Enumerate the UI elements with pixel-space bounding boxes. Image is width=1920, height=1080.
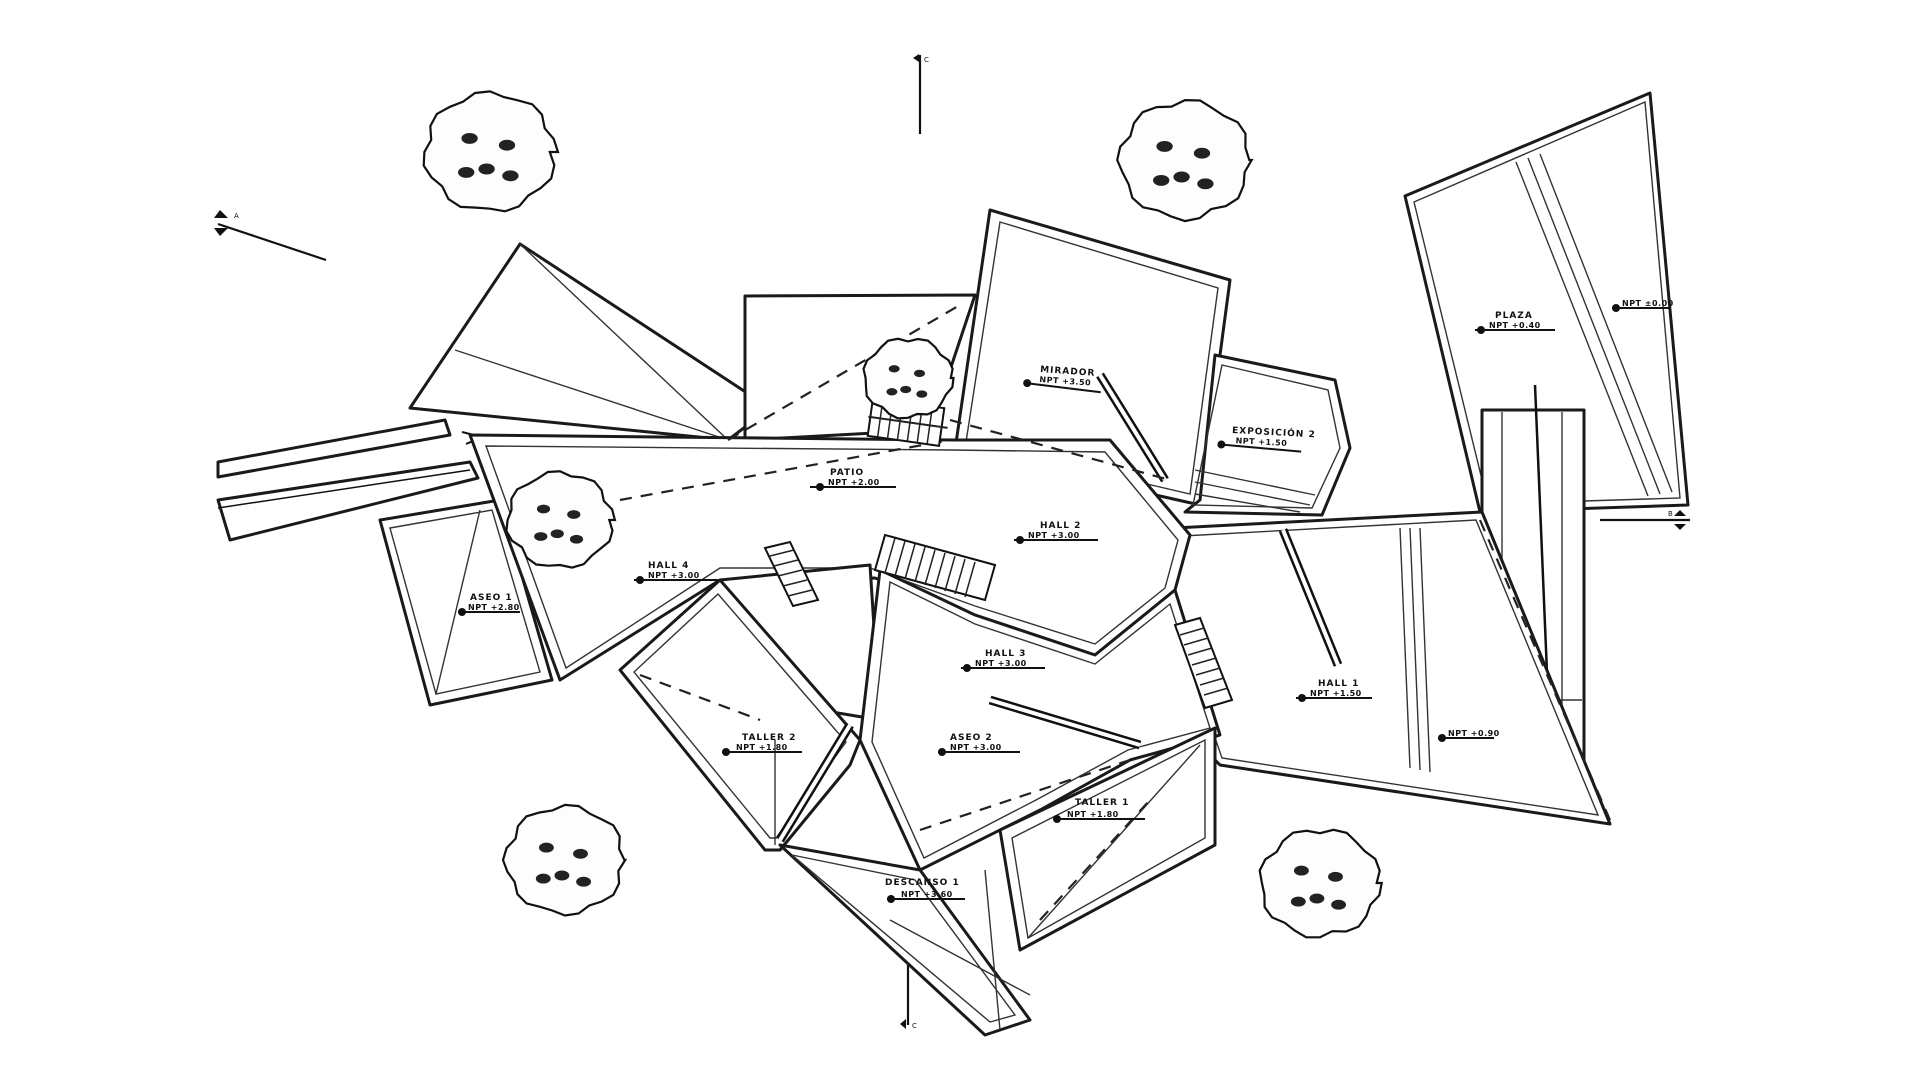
label-taller-2: TALLER 2 NPT +1.80 [722,733,802,756]
stair-hall-4 [763,540,820,608]
label-patio: PATIO NPT +2.00 [810,468,896,491]
label-plaza-east: NPT ±0.00 [1612,299,1674,312]
space-level: NPT +1.50 [1310,689,1362,698]
tree-icon [501,803,628,917]
space-level: NPT +3.00 [1028,531,1080,540]
space-name: HALL 4 [648,561,689,571]
label-plaza: PLAZA NPT +0.40 [1475,311,1555,334]
exposicion-2-block [1183,353,1352,517]
space-name: MIRADOR [1040,365,1096,379]
label-aseo-2: ASEO 2 NPT +3.00 [938,733,1020,756]
tree-icon [422,90,560,213]
tree-icon [1258,828,1384,939]
space-level: NPT +3.50 [1039,375,1091,388]
descanso-1-block [778,843,1032,1037]
label-descanso-1: DESCANSO 1 NPT +3.60 [885,878,965,903]
stair-hall-2 [873,533,997,602]
space-name: HALL 3 [985,649,1026,659]
label-mirador: MIRADOR NPT +3.50 [1023,365,1101,394]
space-name: PATIO [830,468,864,478]
label-aseo-1: ASEO 1 NPT +2.80 [458,593,520,616]
space-level: NPT +2.80 [468,603,520,612]
aseo-1-block [378,498,554,707]
label-ramp-landing: NPT +0.90 [1438,729,1500,742]
space-name: TALLER 2 [742,733,796,743]
space-name: ASEO 2 [950,733,993,743]
entrance-ramp [216,418,486,542]
section-marker-c-top: C [913,54,929,134]
tree-icon [862,337,955,420]
space-level: NPT ±0.00 [1622,299,1674,308]
space-name: TALLER 1 [1075,798,1129,808]
tree-icon [1116,98,1254,223]
space-level: NPT +3.60 [901,890,953,899]
stair-hall-3 [1173,616,1234,710]
section-c-bottom-label: C [912,1022,917,1030]
section-marker-a: A [214,210,327,262]
section-a-label: A [234,212,239,220]
space-level: NPT +1.80 [1067,810,1119,819]
space-level: NPT +3.00 [648,571,700,580]
section-b-label: B [1668,510,1673,518]
space-name: DESCANSO 1 [885,878,960,888]
space-level: NPT +2.00 [828,478,880,487]
label-hall-2: HALL 2 NPT +3.00 [1014,521,1098,544]
space-name: ASEO 1 [470,593,513,603]
space-name: HALL 1 [1318,679,1359,689]
label-hall-4: HALL 4 NPT +3.00 [634,561,718,584]
label-taller-1: TALLER 1 NPT +1.80 [1053,798,1145,823]
mirador-block [953,208,1232,507]
tree-icon [505,470,617,569]
space-level: NPT +0.90 [1448,729,1500,738]
space-level: NPT +0.40 [1489,321,1541,330]
space-name: PLAZA [1495,311,1533,321]
space-level: NPT +3.00 [975,659,1027,668]
space-level: NPT +3.00 [950,743,1002,752]
section-marker-b: B [1600,510,1690,530]
label-hall-1: HALL 1 NPT +1.50 [1296,679,1372,702]
space-name: HALL 2 [1040,521,1081,531]
taller-2-block [618,578,862,852]
taller-1-block [998,726,1217,952]
space-level: NPT +1.80 [736,743,788,752]
section-c-top-label: C [924,56,929,64]
space-level: NPT +1.50 [1235,436,1287,448]
label-hall-3: HALL 3 NPT +3.00 [961,649,1045,672]
